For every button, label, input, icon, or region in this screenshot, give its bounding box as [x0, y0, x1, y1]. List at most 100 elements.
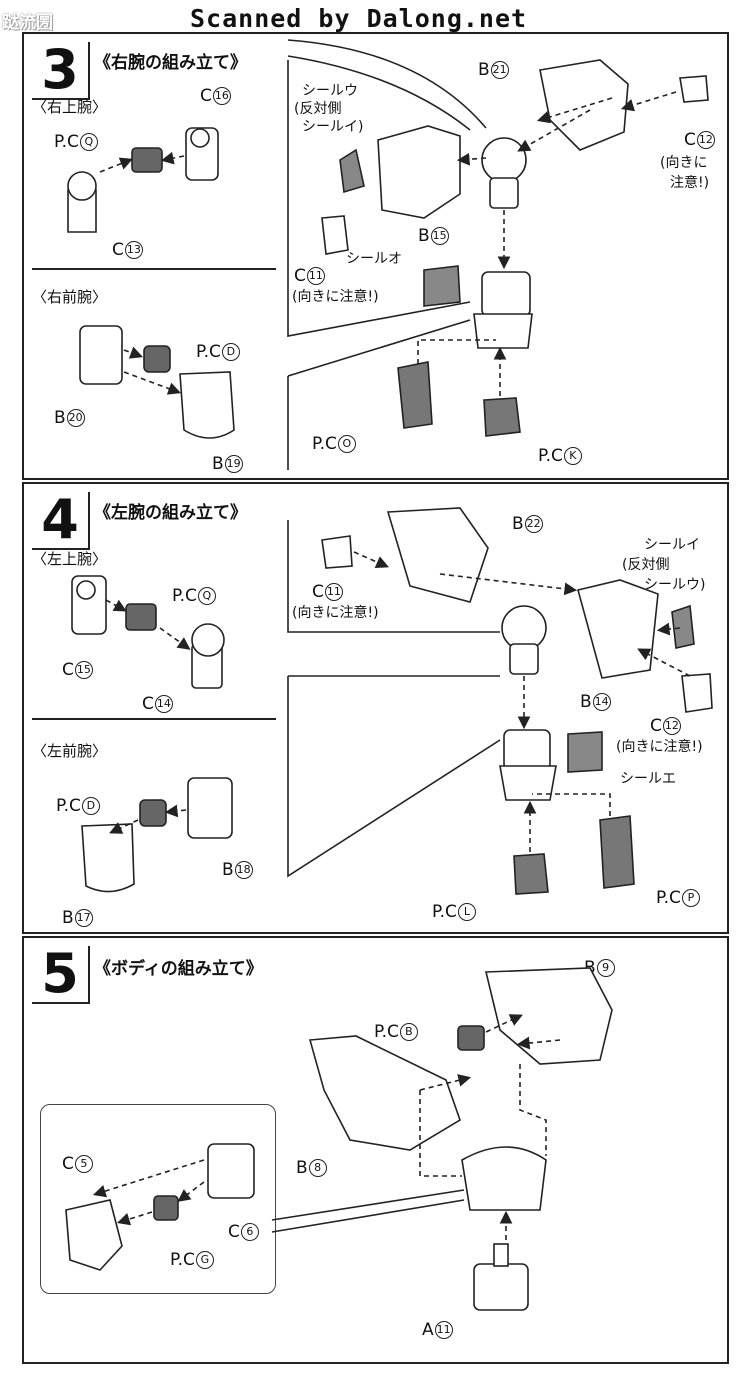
part-b15: [377, 125, 461, 219]
part-c5: [65, 1199, 123, 1271]
step-4-number: 4: [32, 492, 90, 550]
part-c15: [71, 575, 107, 635]
part-torso: [461, 1146, 547, 1211]
part-pc-d-3: [143, 345, 171, 373]
watermark: 跶流圐: [2, 13, 53, 33]
label-c11-note: (向きに注意!): [292, 289, 379, 305]
label-seal-u: シールウ: [302, 83, 358, 99]
part-seal-e: [567, 731, 603, 773]
part-pc-d-4: [139, 799, 167, 827]
part-hand-pc-k: [483, 397, 521, 437]
label-seal-o: シールオ: [346, 251, 402, 267]
label-seal-opposite: (反対側: [294, 101, 342, 117]
part-b19: [179, 371, 235, 439]
step-3-upper-arm-heading: 〈右上腕〉: [32, 98, 108, 116]
step-5-number: 5: [32, 946, 90, 1004]
part-elbow-3: [473, 271, 533, 349]
step-4-forearm-heading: 〈左前腕〉: [32, 742, 108, 760]
part-b22: [386, 507, 489, 603]
part-b18: [187, 777, 233, 839]
label-c11-note-left: (向きに注意!): [292, 605, 379, 621]
part-hand-pc-l: [513, 853, 549, 895]
part-seal-i-3: [339, 148, 365, 194]
part-elbow-4: [499, 729, 557, 801]
part-pc-q-4: [125, 603, 157, 631]
part-c11-3: [321, 215, 349, 255]
part-b8: [308, 1035, 461, 1151]
part-b21: [539, 59, 629, 151]
part-pc-b: [457, 1025, 485, 1051]
part-shoulder-3: [481, 137, 527, 209]
part-seal-u-4: [671, 604, 695, 649]
label-seal-e: シールエ: [620, 771, 676, 787]
label-c12-note-left: (向きに注意!): [616, 739, 703, 755]
label-seal-u-left: シールウ): [644, 577, 706, 593]
step-3-title: 《右腕の組み立て》: [94, 53, 247, 73]
label-c12-note-1: (向きに: [660, 155, 708, 171]
part-b20: [79, 325, 123, 385]
step-3-number: 3: [32, 42, 90, 100]
part-pc-q-3: [131, 147, 163, 173]
step-4-upper-arm-heading: 〈左上腕〉: [32, 550, 108, 568]
part-c12-4: [681, 673, 713, 713]
label-seal-i-left: シールイ: [644, 537, 700, 553]
part-c13: [67, 171, 97, 233]
step-3-callout-top: [287, 60, 471, 337]
part-c16: [185, 127, 219, 181]
part-hand-pc-p: [599, 815, 635, 889]
label-c12-note-2: 注意!): [670, 175, 710, 191]
part-waist-a11: [473, 1243, 529, 1311]
label-seal-i: シールイ): [302, 119, 364, 135]
step-5-title: 《ボディの組み立て》: [94, 959, 263, 979]
part-c6: [207, 1143, 255, 1199]
part-seal-o: [423, 265, 461, 307]
part-c11-4: [321, 535, 353, 569]
scan-credit: Scanned by Dalong.net: [190, 4, 528, 33]
label-seal-opposite-left: (反対側: [622, 557, 670, 573]
inset-box: [40, 1104, 276, 1294]
step-5-panel: 5 《ボディの組み立て》 B9 P.CB B8 C5 C6 P.CG A11: [22, 936, 729, 1364]
part-b9: [484, 967, 613, 1065]
part-hand-pc-o: [397, 361, 433, 429]
part-pc-g: [153, 1195, 179, 1221]
step-3-divider: [32, 268, 276, 270]
part-c12-3: [679, 75, 709, 103]
part-b14: [577, 579, 659, 679]
step-4-divider: [32, 718, 276, 720]
part-shoulder-4: [501, 605, 547, 675]
step-4-title: 《左腕の組み立て》: [94, 503, 247, 523]
part-b17: [81, 823, 135, 893]
step-3-forearm-heading: 〈右前腕〉: [32, 288, 108, 306]
